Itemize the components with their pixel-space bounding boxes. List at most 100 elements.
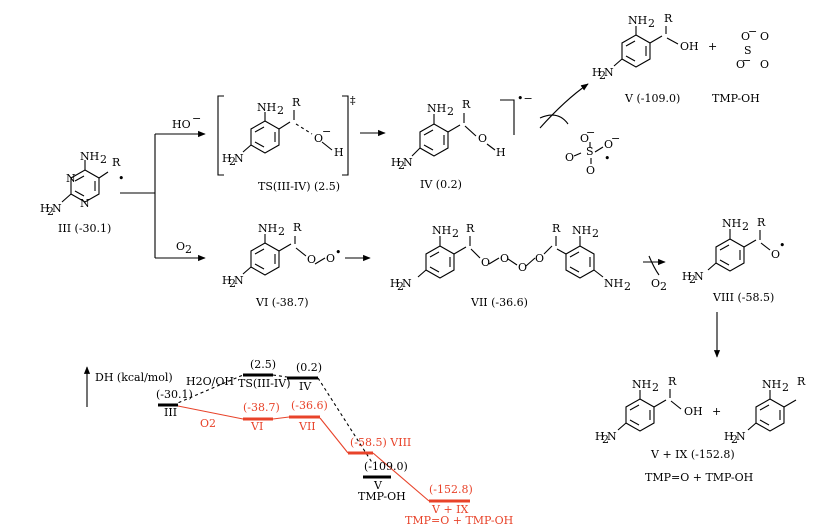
energy-V: (-109.0) — [364, 460, 408, 473]
svg-text:−: − — [748, 25, 757, 38]
svg-text:2: 2 — [278, 225, 285, 238]
label-III: III (-30.1) — [58, 222, 111, 235]
svg-text:R: R — [462, 98, 471, 111]
svg-text:H: H — [391, 156, 401, 169]
svg-text:2: 2 — [277, 104, 284, 117]
svg-text:2: 2 — [452, 227, 459, 240]
svg-text:2: 2 — [447, 105, 454, 118]
svg-text:NH: NH — [632, 378, 651, 391]
svg-text:H: H — [222, 274, 232, 287]
svg-text:N: N — [607, 430, 617, 443]
branch-lines: HO − O 2 — [120, 112, 206, 262]
energy-IV: (0.2) — [296, 361, 322, 374]
label-VII: VII (-36.6) — [470, 296, 528, 309]
svg-text:2: 2 — [689, 273, 696, 286]
svg-text:2: 2 — [742, 220, 749, 233]
svg-text:•: • — [779, 239, 786, 252]
svg-text:NH: NH — [628, 14, 647, 27]
svg-text:2: 2 — [731, 433, 738, 446]
svg-text:N: N — [52, 202, 62, 215]
name-TS: TS(III-IV) — [238, 377, 291, 390]
svg-text:N: N — [234, 274, 244, 287]
svg-text:O: O — [535, 252, 544, 265]
plus-sign-bottom: + — [712, 405, 721, 418]
svg-text:NH: NH — [257, 101, 276, 114]
oxygen-release-subscript: 2 — [660, 280, 667, 293]
svg-text:R: R — [668, 375, 677, 388]
svg-text:O: O — [771, 248, 780, 261]
svg-text:−: − — [586, 126, 595, 139]
svg-text:H: H — [496, 146, 506, 159]
svg-text:2: 2 — [47, 205, 54, 218]
svg-text:O: O — [741, 30, 750, 43]
svg-text:R: R — [466, 222, 475, 235]
svg-text:O: O — [307, 253, 316, 266]
svg-text:2: 2 — [397, 280, 404, 293]
svg-text:O: O — [481, 256, 490, 269]
svg-text:N: N — [694, 270, 704, 283]
svg-text:•: • — [118, 172, 125, 185]
energy-VIII: (-58.5) VIII — [350, 436, 411, 449]
svg-text:O: O — [736, 58, 745, 71]
svg-text:NH: NH — [432, 224, 451, 237]
svg-text:H: H — [682, 270, 692, 283]
name-VI: VI — [250, 420, 263, 433]
label-IV: IV (0.2) — [420, 178, 462, 191]
svg-text:H: H — [390, 277, 400, 290]
energy-VIX: (-152.8) — [429, 483, 473, 496]
label-TMPOH-top: TMP-OH — [712, 92, 760, 105]
svg-text:O: O — [580, 132, 589, 145]
svg-text:−: − — [322, 125, 331, 138]
label-VIX: V + IX (-152.8) — [650, 448, 735, 461]
axis-label: DH (kcal/mol) — [95, 371, 173, 384]
svg-text:H: H — [595, 430, 605, 443]
svg-text:NH: NH — [722, 217, 741, 230]
svg-text:2: 2 — [624, 280, 631, 293]
oxygen-label: O — [176, 240, 185, 253]
svg-text:•: • — [335, 246, 342, 259]
svg-text:NH: NH — [762, 378, 781, 391]
svg-text:H: H — [222, 152, 232, 165]
svg-text:R: R — [757, 216, 766, 229]
svg-text:O: O — [478, 132, 487, 145]
svg-text:2: 2 — [229, 277, 236, 290]
svg-text:O: O — [586, 164, 595, 177]
svg-text:O: O — [760, 30, 769, 43]
name-V: V — [373, 479, 383, 492]
svg-text:R: R — [292, 96, 301, 109]
svg-text:NH: NH — [258, 222, 277, 235]
svg-text:2: 2 — [599, 69, 606, 82]
name-IV: IV — [299, 380, 312, 393]
extra-VIX: TMP=O + TMP-OH — [405, 514, 513, 527]
plus-sign-top: + — [708, 40, 717, 53]
svg-text:2: 2 — [648, 17, 655, 30]
svg-text:−: − — [742, 54, 751, 67]
svg-text:NH: NH — [572, 224, 591, 237]
radical-anion-charge: •− — [517, 92, 533, 105]
svg-text:N: N — [736, 430, 746, 443]
energy-VII: (-36.6) — [291, 399, 328, 412]
svg-text:H: H — [40, 202, 50, 215]
svg-text:2: 2 — [782, 381, 789, 394]
svg-text:R: R — [293, 221, 302, 234]
arrow-VII-VIII: O 2 — [643, 255, 667, 293]
svg-text:O: O — [518, 261, 527, 274]
svg-text:OH: OH — [684, 405, 703, 418]
oxygen-release-label: O — [651, 277, 660, 290]
label-V: V (-109.0) — [624, 92, 680, 105]
svg-text:N: N — [66, 172, 76, 185]
svg-text:O: O — [314, 132, 323, 145]
svg-text:2: 2 — [100, 153, 107, 166]
svg-text:OH: OH — [680, 40, 699, 53]
svg-text:2: 2 — [398, 159, 405, 172]
hydroxide-label: HO — [172, 118, 191, 131]
svg-text:N: N — [403, 156, 413, 169]
svg-text:NH: NH — [604, 277, 623, 290]
